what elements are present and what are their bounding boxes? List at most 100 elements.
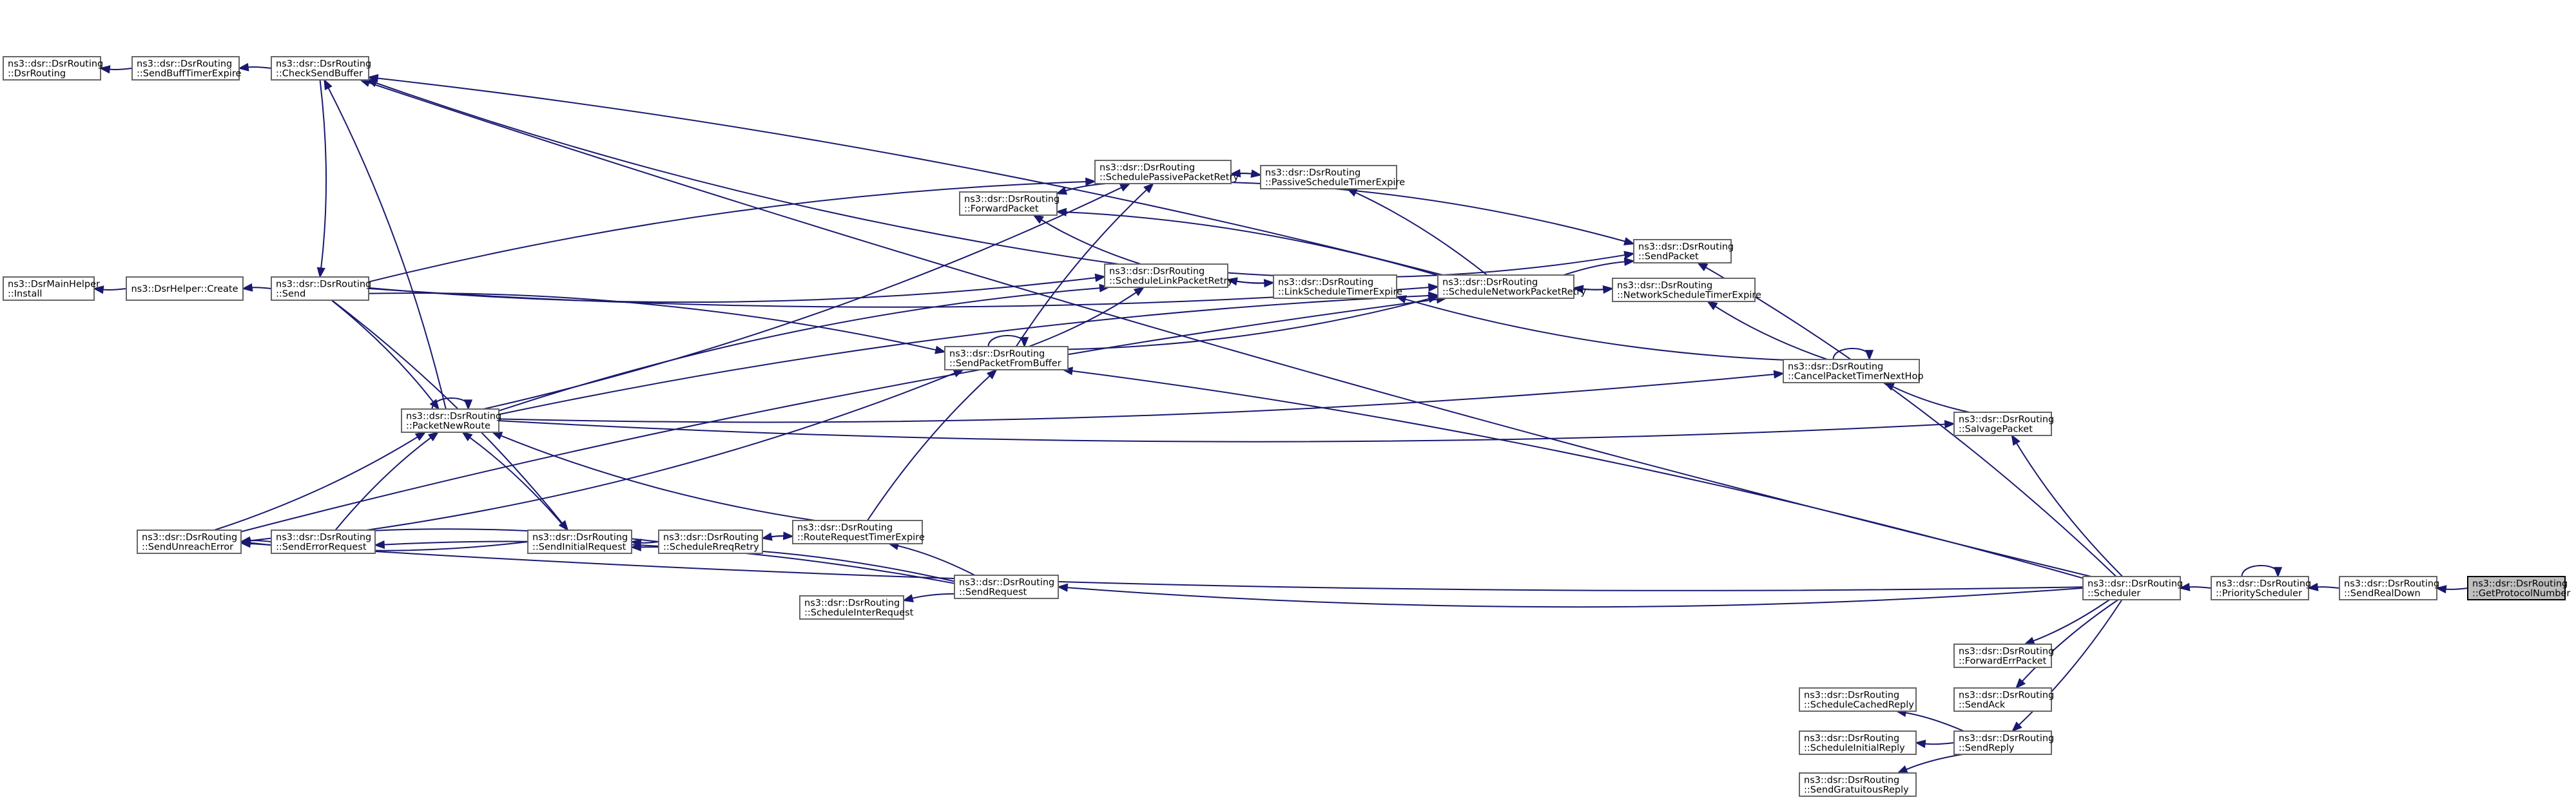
node-sendinitreq[interactable]: ns3::dsr::DsrRouting::SendInitialRequest: [527, 530, 632, 554]
edge-line: [319, 79, 327, 270]
node-label-line: ::PacketNewRoute: [406, 421, 490, 432]
edge-line: [468, 436, 568, 531]
edge-line: [374, 82, 1119, 265]
node-salvage[interactable]: ns3::dsr::DsrRouting::SalvagePacket: [1953, 412, 2054, 436]
node-schedinter[interactable]: ns3::dsr::DsrRouting::ScheduleInterReque…: [799, 595, 914, 620]
node-mainhelper[interactable]: ns3::DsrMainHelper::Install: [3, 276, 100, 301]
edge-canceltimer-to-linktimer: [1395, 295, 1784, 361]
node-sendreply[interactable]: ns3::dsr::DsrRouting::SendReply: [1953, 730, 2054, 755]
edge-sendfrombuffer-to-sendfrombuffer: [987, 335, 1029, 348]
node-label-line: ::ScheduleRreqRetry: [663, 542, 759, 553]
node-dsrrouting[interactable]: ns3::dsr::DsrRouting::DsrRouting: [3, 56, 103, 81]
node-box: [1612, 278, 1756, 302]
edge-arrowhead: [1055, 207, 1067, 216]
node-sendack[interactable]: ns3::dsr::DsrRouting::SendAck: [1953, 687, 2054, 712]
edge-line: [368, 292, 938, 351]
edge-senderrreq-to-sendfrombuffer: [366, 369, 965, 531]
node-canceltimer[interactable]: ns3::dsr::DsrRouting::CancelPacketTimerN…: [1783, 359, 1924, 383]
edge-scheduler-to-checksendbuffer: [359, 79, 2092, 577]
node-helpercreate[interactable]: ns3::DsrHelper::Create: [126, 276, 244, 301]
edge-arrowhead: [1056, 186, 1068, 195]
edge-canceltimer-to-canceltimer: [1832, 348, 1874, 361]
edge-line: [1404, 298, 1784, 361]
edge-line: [1563, 261, 1627, 276]
node-sendfrombuffer[interactable]: ns3::dsr::DsrRouting::SendPacketFromBuff…: [944, 346, 1069, 370]
node-box: [137, 530, 242, 554]
edge-sendinitreq-to-packetnewroute: [461, 431, 568, 531]
edge-line: [2015, 441, 2124, 577]
edge-line: [2241, 565, 2279, 577]
node-label-line: ::SchedulePassivePacketRetry: [1099, 173, 1239, 183]
edge-arrowhead: [1914, 740, 1926, 749]
node-sendrequest[interactable]: ns3::dsr::DsrRouting::SendRequest: [954, 575, 1059, 599]
node-senderrreq[interactable]: ns3::dsr::DsrRouting::SendErrorRequest: [271, 530, 376, 554]
edge-arrowhead: [1428, 283, 1440, 292]
node-schedinitial[interactable]: ns3::dsr::DsrRouting::ScheduleInitialRep…: [1799, 730, 1917, 755]
node-label-line: ::LinkScheduleTimerExpire: [1278, 287, 1402, 298]
edge-arrowhead: [316, 267, 325, 279]
node-getproto[interactable]: ns3::dsr::DsrRouting::GetProtocolNumber: [2467, 576, 2570, 600]
node-label-line: ::SendReply: [1959, 743, 2015, 754]
node-passivetimer[interactable]: ns3::dsr::DsrRouting::PassiveScheduleTim…: [1260, 165, 1405, 189]
node-box: [1633, 239, 1732, 263]
node-scheduler[interactable]: ns3::dsr::DsrRouting::Scheduler: [2082, 576, 2183, 600]
node-label-line: ns3::dsr::DsrRouting: [1959, 647, 2054, 657]
edge-getproto-to-sendrealdown: [2435, 585, 2468, 594]
edge-line: [376, 77, 1444, 276]
node-box: [271, 56, 369, 81]
node-box: [1273, 274, 1397, 299]
edge-arrowhead: [1623, 237, 1635, 245]
node-box: [658, 530, 763, 554]
node-label-line: ::ScheduleInterRequest: [804, 608, 914, 618]
node-label-line: ::SendRequest: [959, 587, 1027, 598]
edge-arrowhead: [461, 431, 473, 442]
edges-layer: [92, 62, 2468, 774]
edge-arrowhead: [986, 368, 998, 379]
edge-line: [368, 287, 1431, 308]
node-label-line: ns3::dsr::DsrRouting: [2087, 579, 2183, 589]
node-box: [1437, 274, 1574, 299]
node-label-line: ::SendPacketFromBuffer: [949, 359, 1061, 369]
node-schedpassive[interactable]: ns3::dsr::DsrRouting::SchedulePassivePac…: [1094, 160, 1239, 184]
edge-arrowhead: [902, 594, 914, 602]
edge-line: [1067, 298, 1431, 350]
node-packetnewroute[interactable]: ns3::dsr::DsrRouting::PacketNewRoute: [401, 408, 501, 433]
node-checksendbuffer[interactable]: ns3::dsr::DsrRouting::CheckSendBuffer: [271, 56, 371, 81]
node-sendpacket[interactable]: ns3::dsr::DsrRouting::SendPacket: [1633, 239, 1734, 263]
node-sendgrat[interactable]: ns3::dsr::DsrRouting::SendGratuitousRepl…: [1799, 772, 1917, 797]
node-label-line: ns3::dsr::DsrRouting: [1109, 267, 1205, 277]
node-label-line: ns3::dsr::DsrRouting: [1959, 734, 2054, 744]
edge-arrowhead: [1119, 183, 1131, 192]
edge-schednetwork-to-forwardpacket: [1055, 207, 1438, 276]
node-nettimer[interactable]: ns3::dsr::DsrRouting::NetworkScheduleTim…: [1612, 278, 1761, 302]
node-sendrealdown[interactable]: ns3::dsr::DsrRouting::SendRealDown: [2339, 576, 2439, 600]
node-rreqtimer[interactable]: ns3::dsr::DsrRouting::RouteRequestTimerE…: [792, 520, 925, 544]
edge-arrowhead: [491, 432, 503, 440]
node-schednetwork[interactable]: ns3::dsr::DsrRouting::ScheduleNetworkPac…: [1437, 274, 1586, 299]
edge-send-to-helpercreate: [241, 283, 272, 292]
node-send[interactable]: ns3::dsr::DsrRouting::Send: [271, 276, 371, 301]
node-forwardpacket[interactable]: ns3::dsr::DsrRouting::ForwardPacket: [959, 191, 1060, 216]
edge-sendfrombuffer-to-schedpassive: [1015, 182, 1154, 347]
node-fwderr[interactable]: ns3::dsr::DsrRouting::ForwardErrPacket: [1953, 644, 2054, 668]
edge-arrowhead: [2015, 678, 2026, 689]
node-schedlink[interactable]: ns3::dsr::DsrRouting::ScheduleLinkPacket…: [1104, 263, 1234, 288]
edge-arrowhead: [241, 283, 253, 292]
edge-arrowhead: [935, 345, 947, 354]
node-box: [944, 346, 1069, 370]
edge-arrowhead: [1896, 765, 1908, 774]
node-sendbufftimer[interactable]: ns3::dsr::DsrRouting::SendBuffTimerExpir…: [131, 56, 241, 81]
node-priosched[interactable]: ns3::dsr::DsrRouting::PriorityScheduler: [2211, 576, 2311, 600]
node-label-line: ns3::dsr::DsrRouting: [1265, 168, 1361, 178]
node-label-line: ns3::dsr::DsrRouting: [406, 412, 501, 422]
node-schedrreq[interactable]: ns3::dsr::DsrRouting::ScheduleRreqRetry: [658, 530, 763, 554]
edge-line: [331, 300, 435, 404]
edge-arrowhead: [1250, 169, 1263, 178]
node-label-line: ns3::dsr::DsrRouting: [797, 523, 893, 533]
node-sendunreach[interactable]: ns3::dsr::DsrRouting::SendUnreachError: [137, 530, 242, 554]
node-schedcached[interactable]: ns3::dsr::DsrRouting::ScheduleCachedRepl…: [1799, 687, 1917, 712]
node-linktimer[interactable]: ns3::dsr::DsrRouting::LinkScheduleTimerE…: [1273, 274, 1402, 299]
node-label-line: ::ForwardErrPacket: [1959, 656, 2047, 667]
edge-arrowhead: [1143, 182, 1154, 193]
edge-line: [101, 288, 127, 291]
